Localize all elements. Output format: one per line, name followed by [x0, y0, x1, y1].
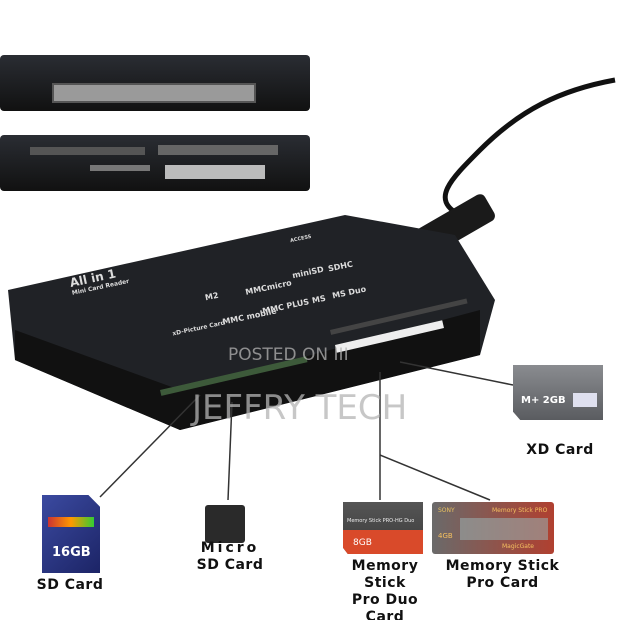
- microsd-label-line1: Micro: [200, 540, 260, 556]
- xd-card-label: XD Card: [526, 442, 594, 458]
- slot: [30, 147, 145, 155]
- ms-pro-duo-card-image: Memory Stick PRO-HG Duo 8GB: [343, 502, 423, 554]
- reader-back-view: [0, 55, 310, 111]
- usb-port-slot: [52, 83, 256, 103]
- ms-pro-sub: MagicGate: [502, 543, 534, 550]
- ms-pro-print: Memory Stick PRO: [492, 507, 548, 514]
- microsd-card-image: [205, 505, 245, 543]
- slot: [165, 165, 265, 179]
- ms-pro-brand: SONY: [438, 507, 455, 514]
- microsd-label-line2: SD Card: [196, 557, 264, 573]
- sd-card-print: 16GB: [52, 545, 91, 560]
- microsd-card-label: Micro SD Card: [185, 540, 275, 574]
- xd-card-print: M+ 2GB: [521, 395, 566, 406]
- ms-duo-capacity: 8GB: [353, 538, 372, 548]
- slot: [90, 165, 150, 171]
- leader-lines: [99, 361, 514, 501]
- ms-duo-label-line1: Memory Stick: [351, 558, 419, 591]
- ms-pro-capacity: 4GB: [438, 532, 453, 540]
- watermark-line2: JEFFRY TECH: [192, 388, 408, 428]
- watermark-line1: POSTED ON III: [228, 345, 349, 365]
- ms-pro-duo-label: Memory Stick Pro Duo Card: [330, 558, 440, 620]
- sd-card-label: SD Card: [36, 577, 104, 593]
- reader-front-view: [0, 135, 310, 191]
- sd-card-image: 16GB: [42, 495, 100, 573]
- ms-pro-label-line2: Pro Card: [466, 575, 539, 591]
- ms-pro-label: Memory Stick Pro Card: [445, 558, 560, 592]
- slot: [158, 145, 278, 155]
- ms-duo-print: Memory Stick PRO-HG Duo: [347, 518, 415, 524]
- ms-pro-label-line1: Memory Stick: [445, 558, 560, 574]
- xd-card-image: M+ 2GB: [513, 365, 603, 420]
- ms-duo-label-line2: Pro Duo Card: [351, 592, 419, 620]
- ms-pro-card-image: SONY Memory Stick PRO 4GB MagicGate: [432, 502, 554, 554]
